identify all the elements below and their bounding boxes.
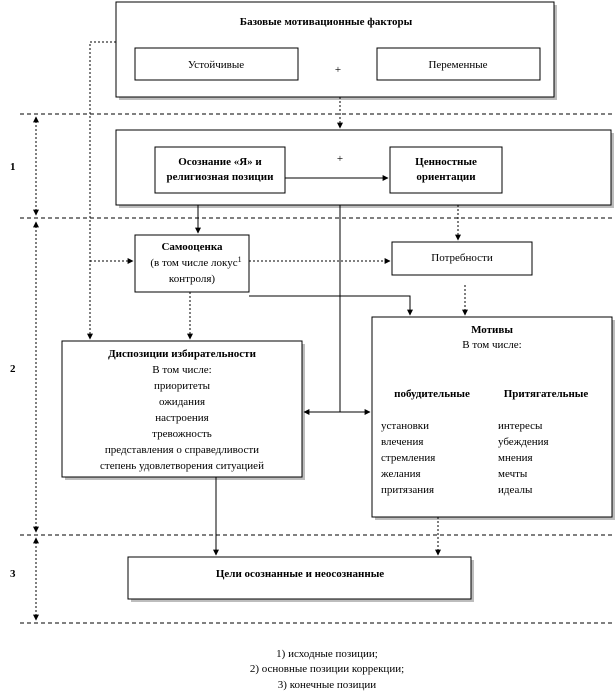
connectors [87,41,468,556]
plus-sign: + [335,64,341,76]
disposition-item: тревожность [152,428,212,440]
stable-label: Устойчивые [188,59,244,71]
motive-item: убеждения [498,436,549,448]
motive-item: желания [380,468,421,480]
motive-item: установки [381,420,429,432]
values-line2: ориентации [416,171,476,183]
self-esteem-title: Самооценка [161,241,223,253]
disposition-item: представления о справедливости [105,444,259,456]
needs-box: Потребности [391,241,533,276]
footnote-2: 2) основные позиции коррекции; [250,663,404,675]
stable-box [134,47,299,81]
motive-item: интересы [498,420,543,432]
awareness-line2: религиозная позиции [167,171,275,183]
base-factors-box: Базовые мотивационные факторы Устойчивые… [115,1,557,100]
variable-box [376,47,541,81]
awareness-line1: Осознание «Я» и [178,156,262,168]
values-box [389,146,503,194]
footnote-3: 3) конечные позиции [278,679,377,691]
dispositions-box: Диспозиции избирательности В том числе: … [61,340,305,480]
level-label-2: 2 [10,363,16,375]
self-esteem-line3: контроля) [169,273,216,285]
motive-item: влечения [381,436,423,448]
self-values-group-box: Осознание «Я» и религиозная позиции + Це… [115,129,614,208]
dispositions-subtitle: В том числе: [152,364,211,376]
motive-item: мечты [498,468,528,480]
values-line1: Ценностные [415,156,477,168]
goals-label: Цели осознанные и неосознанные [216,568,384,580]
motives-box: Мотивы В том числе: побудительные Притяг… [371,316,615,520]
motive-item: идеалы [498,484,533,496]
disposition-item: ожидания [159,396,205,408]
motive-item: притязания [381,484,434,496]
motives-col1-header: побудительные [394,388,470,400]
level-label-3: 3 [10,568,16,580]
base-factors-title: Базовые мотивационные факторы [240,16,413,28]
disposition-item: настроения [155,412,208,424]
motive-item: стремления [381,452,435,464]
dispositions-title: Диспозиции избирательности [108,348,256,360]
awareness-box [154,146,286,194]
connector-arrow [249,295,413,316]
motive-item: мнения [498,452,533,464]
disposition-item: приоритеты [154,380,211,392]
motives-title: Мотивы [471,324,513,336]
motives-col2-header: Притягательные [504,388,589,400]
motives-subtitle: В том числе: [462,339,521,351]
variable-label: Переменные [428,59,487,71]
plus-sign: + [337,153,343,165]
needs-label: Потребности [431,252,493,264]
goals-box: Цели осознанные и неосознанные [127,556,474,602]
footnote-1: 1) исходные позиции; [276,648,378,660]
level-label-1: 1 [10,161,16,173]
self-esteem-box: Самооценка (в том числе локус1 контроля) [134,234,250,293]
connector-arrow [87,41,116,340]
self-esteem-line2: (в том числе локус1 [150,255,241,269]
disposition-item: степень удовлетворения ситуацией [100,460,264,472]
